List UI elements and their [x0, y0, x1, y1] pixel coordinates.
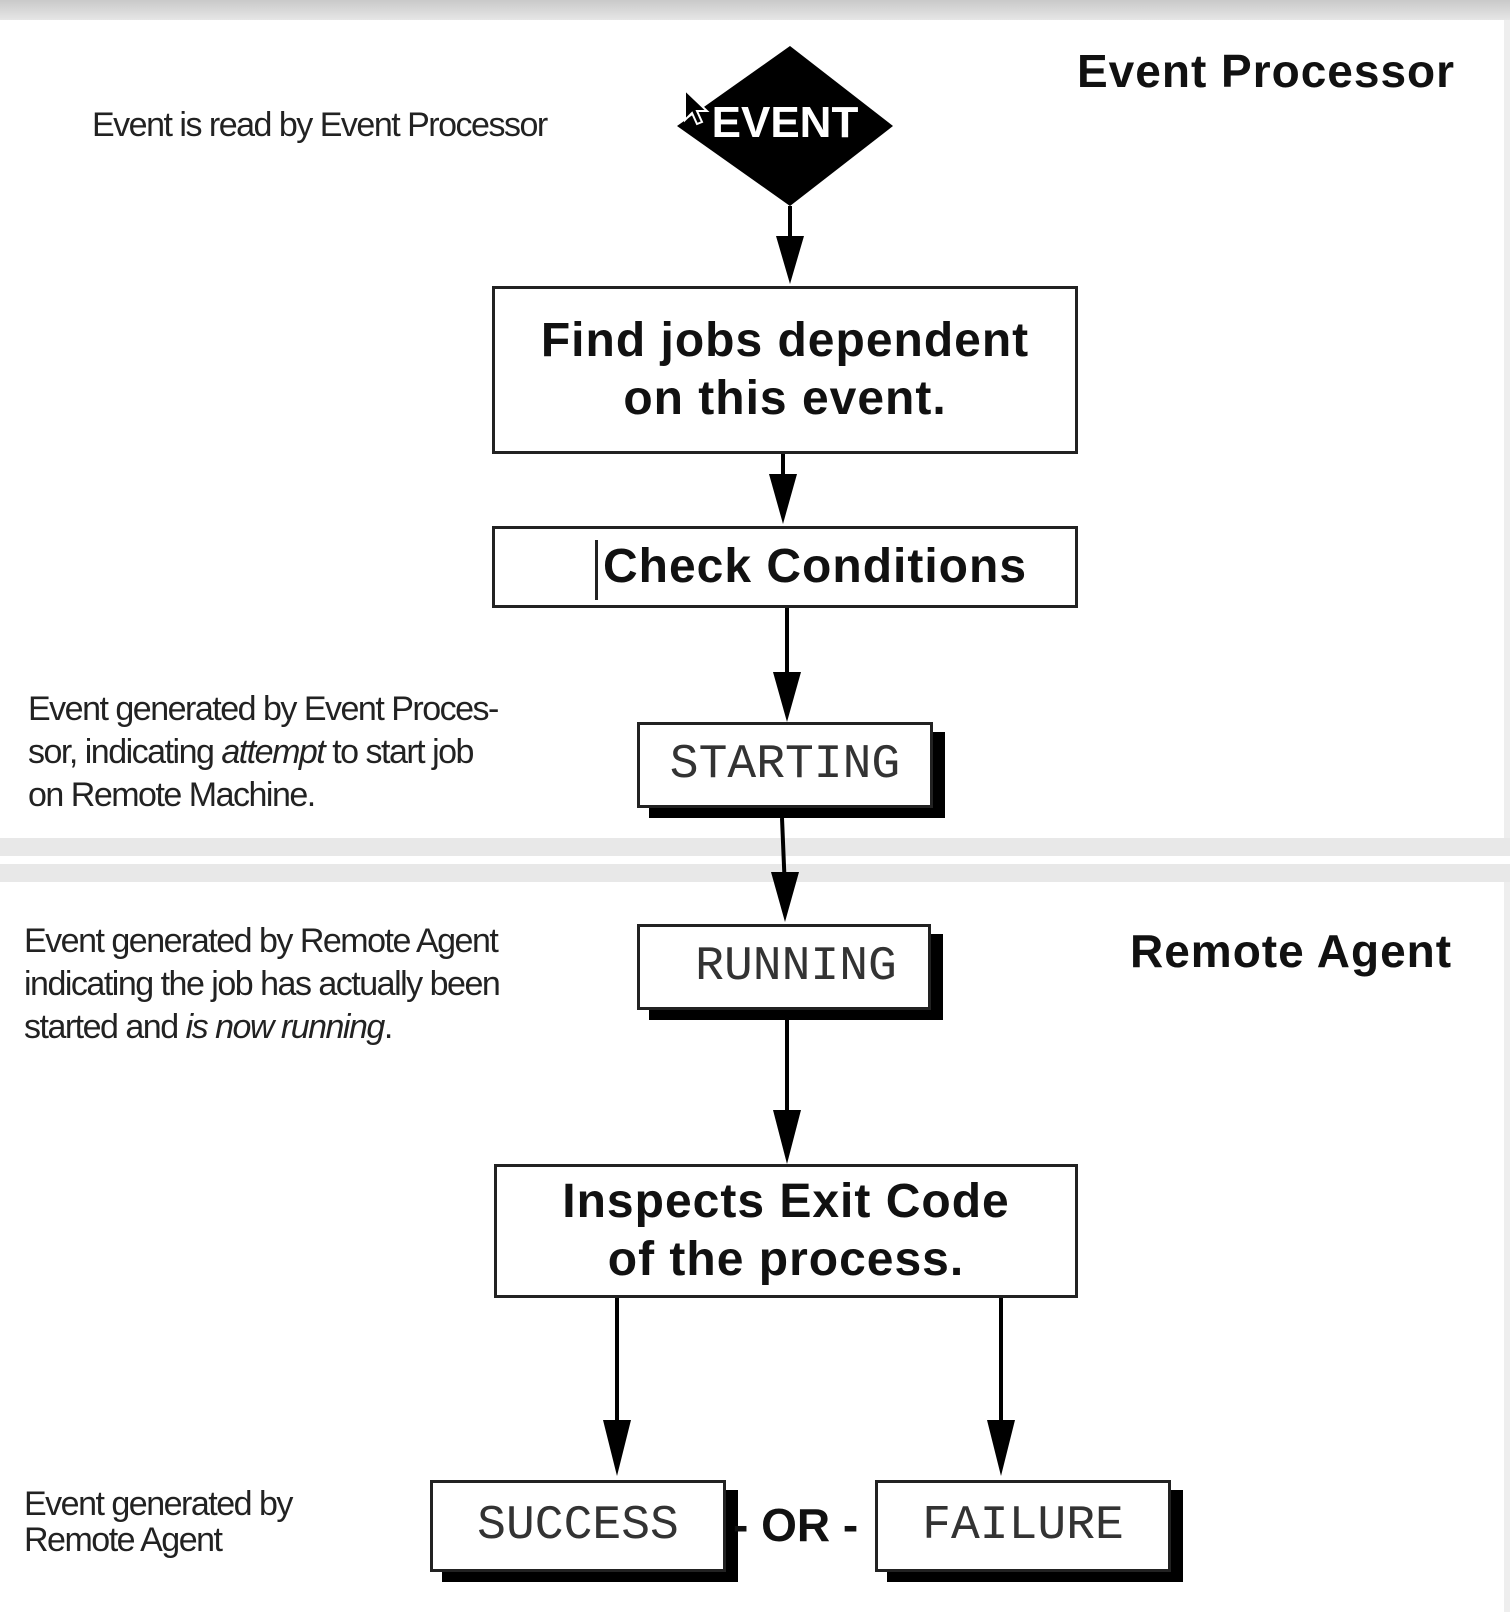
note-emphasis: attempt: [221, 733, 325, 771]
node-success: SUCCESS: [430, 1480, 726, 1572]
node-text: on this event.: [623, 372, 947, 425]
panel-divider: [0, 838, 1510, 856]
node-text: Check Conditions: [602, 540, 1028, 593]
note-line: indicating the job has actually been: [24, 965, 501, 1003]
note-running: Event generated by Remote Agent indicati…: [24, 920, 501, 1049]
node-text: RUNNING: [695, 940, 897, 994]
node-text: Find jobs dependent: [540, 314, 1030, 367]
arrowhead: [769, 474, 797, 524]
note-text: to start job: [324, 733, 474, 771]
note-line: Event generated by: [24, 1485, 293, 1523]
arrowhead: [773, 1110, 801, 1164]
note-text: .: [383, 1008, 393, 1046]
node-failure: FAILURE: [875, 1480, 1171, 1572]
window-top-bar: [0, 0, 1510, 20]
node-inspect-exit-code: Inspects Exit Code of the process.: [494, 1164, 1078, 1298]
node-find-jobs: Find jobs dependent on this event.: [492, 286, 1078, 454]
note-result: Event generated by Remote Agent: [24, 1485, 293, 1559]
note-line: sor, indicating attempt to start job: [28, 731, 498, 774]
section-title-remote-agent: Remote Agent: [1130, 925, 1453, 977]
node-text: STARTING: [669, 738, 901, 792]
section-title-event-processor: Event Processor: [1077, 45, 1456, 97]
note-emphasis: is now running: [185, 1008, 386, 1046]
panel-divider: [0, 864, 1510, 882]
note-line: started and is now running.: [24, 1006, 499, 1049]
arrowhead: [773, 672, 801, 722]
note-line: Event generated by Event Proces-: [28, 690, 499, 728]
node-running: RUNNING: [637, 924, 931, 1010]
or-separator: - OR -: [733, 1499, 859, 1551]
text-caret: [595, 540, 598, 600]
event-node-label: EVENT: [711, 98, 859, 147]
note-line: Remote Agent: [24, 1521, 223, 1559]
note-text: started and: [24, 1008, 186, 1046]
note-text: sor, indicating: [28, 733, 222, 771]
note-line: on Remote Machine.: [28, 776, 316, 814]
node-text: FAILURE: [922, 1499, 1124, 1553]
note-event-read: Event is read by Event Processor: [92, 106, 548, 144]
arrowhead: [603, 1420, 631, 1476]
mouse-cursor-icon: [684, 88, 710, 126]
node-text: of the process.: [607, 1233, 965, 1286]
note-line: Event generated by Remote Agent: [24, 922, 499, 960]
arrowhead: [776, 236, 804, 284]
arrowhead: [987, 1420, 1015, 1476]
node-text: Inspects Exit Code: [562, 1175, 1010, 1228]
event-diamond: [677, 46, 893, 206]
node-starting: STARTING: [637, 722, 933, 808]
node-check-conditions: Check Conditions: [492, 526, 1078, 608]
arrowhead: [771, 872, 799, 922]
node-text: SUCCESS: [477, 1499, 679, 1553]
note-starting: Event generated by Event Proces- sor, in…: [28, 688, 499, 817]
